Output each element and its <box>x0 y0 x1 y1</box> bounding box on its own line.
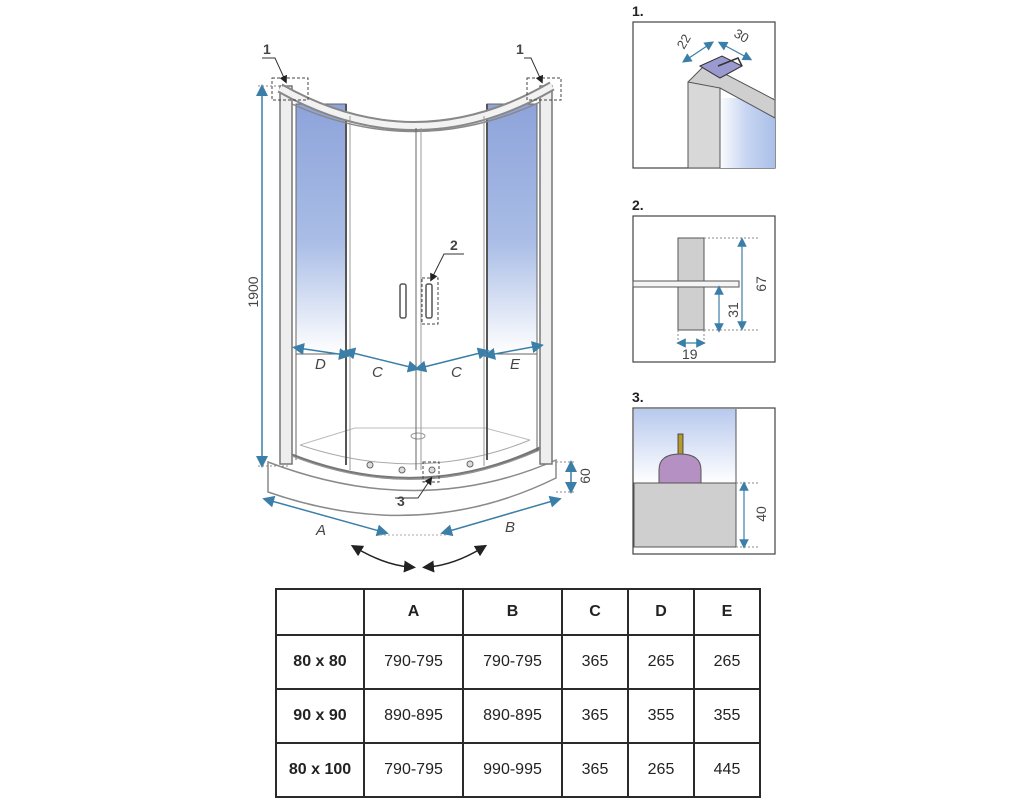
dimension-e-label: E <box>510 356 521 373</box>
left-door-handle <box>399 283 407 319</box>
height-dimension-label: 1900 <box>245 276 261 307</box>
dimension-b-line <box>440 495 562 537</box>
tray-inner-edge <box>299 439 531 465</box>
table-cell: 265 <box>627 742 695 798</box>
table-row-header: 80 x 80 <box>275 634 365 690</box>
table-cell: 790-795 <box>363 742 464 798</box>
table-cell: 355 <box>693 688 761 744</box>
dimension-e-line <box>483 341 544 360</box>
table-header-cell <box>275 588 365 636</box>
dimension-a-line <box>262 495 389 537</box>
roller-wheel <box>658 453 702 484</box>
table-header-cell: D <box>627 588 695 636</box>
dimension-b-label: B <box>505 519 515 536</box>
dimension-d-line <box>292 342 351 361</box>
callout-box-1-left <box>271 77 309 101</box>
detail-2: 2. 67 31 19 <box>632 197 776 363</box>
door-swing-arrow-left <box>350 544 416 573</box>
table-cell: 365 <box>561 688 629 744</box>
detail-3-height-dim: 40 <box>753 506 769 522</box>
callout-label-3: 3 <box>397 493 405 509</box>
dimension-c-left-line <box>343 347 420 373</box>
table-cell: 790-795 <box>363 634 464 690</box>
dimension-c-right-line <box>414 347 490 373</box>
table-cell: 265 <box>693 634 761 690</box>
table-row-header: 80 x 100 <box>275 742 365 798</box>
detail-1-depth-dim: 30 <box>732 26 752 46</box>
right-fixed-glass <box>486 103 538 355</box>
table-cell: 990-995 <box>462 742 563 798</box>
tray-section <box>633 482 737 548</box>
tray-top-edge <box>291 446 541 480</box>
callout-box-2 <box>421 277 439 325</box>
detail-2-lower-dim: 31 <box>725 302 741 318</box>
dimension-c-right-label: C <box>451 364 462 381</box>
dimension-c-left-label: C <box>372 364 383 381</box>
glass-section <box>632 280 740 288</box>
table-cell: 890-895 <box>462 688 563 744</box>
left-fixed-glass <box>295 103 347 355</box>
drain <box>410 432 426 440</box>
table-row: 80 x 100 790-795 990-995 365 265 445 <box>275 742 761 798</box>
table-cell: 445 <box>693 742 761 798</box>
table-cell: 265 <box>627 634 695 690</box>
detail-2-width-dim: 19 <box>682 346 698 362</box>
callout-label-1-right: 1 <box>516 41 524 57</box>
bottom-rail <box>291 449 541 480</box>
dimension-a-label: A <box>315 522 326 539</box>
table-row: 90 x 90 890-895 890-895 365 355 355 <box>275 688 761 744</box>
callout-box-3 <box>422 461 440 483</box>
dimensions-table: A B C D E 80 x 80 790-795 790-795 365 26… <box>275 588 761 798</box>
table-cell: 790-795 <box>462 634 563 690</box>
shower-tray <box>267 458 557 517</box>
table-header-row: A B C D E <box>275 588 761 636</box>
detail-1: 1. 22 30 <box>632 3 776 169</box>
table-header-cell: C <box>561 588 629 636</box>
table-cell: 355 <box>627 688 695 744</box>
callout-label-1-left: 1 <box>263 41 271 57</box>
bottom-rollers <box>366 460 474 474</box>
table-cell: 365 <box>561 742 629 798</box>
table-row-header: 90 x 90 <box>275 688 365 744</box>
tray-height-label: 60 <box>577 468 593 484</box>
detail-2-total-dim: 67 <box>753 276 769 292</box>
table-row: 80 x 80 790-795 790-795 365 265 265 <box>275 634 761 690</box>
table-header-cell: E <box>693 588 761 636</box>
right-post <box>539 85 553 465</box>
table-cell: 890-895 <box>363 688 464 744</box>
detail-1-title: 1. <box>632 3 644 19</box>
enclosure-main-view: 1 1 2 3 1900 60 A B D C C E <box>245 41 593 573</box>
shower-enclosure-drawing: 1 1 2 3 1900 60 A B D C C E <box>245 3 776 573</box>
callout-box-1-right <box>526 77 562 101</box>
callout-label-2: 2 <box>450 237 458 253</box>
detail-1-width-dim: 22 <box>674 31 694 51</box>
dimension-d-label: D <box>315 356 326 373</box>
table-header-cell: A <box>363 588 464 636</box>
left-post <box>279 85 293 465</box>
door-swing-arrow-right <box>422 544 488 573</box>
roller-pin <box>677 433 684 457</box>
detail-3-title: 3. <box>632 389 644 405</box>
table-cell: 365 <box>561 634 629 690</box>
detail-2-title: 2. <box>632 197 644 213</box>
right-door-handle <box>425 283 433 319</box>
detail-3: 3. 40 <box>632 389 776 555</box>
table-header-cell: B <box>462 588 563 636</box>
